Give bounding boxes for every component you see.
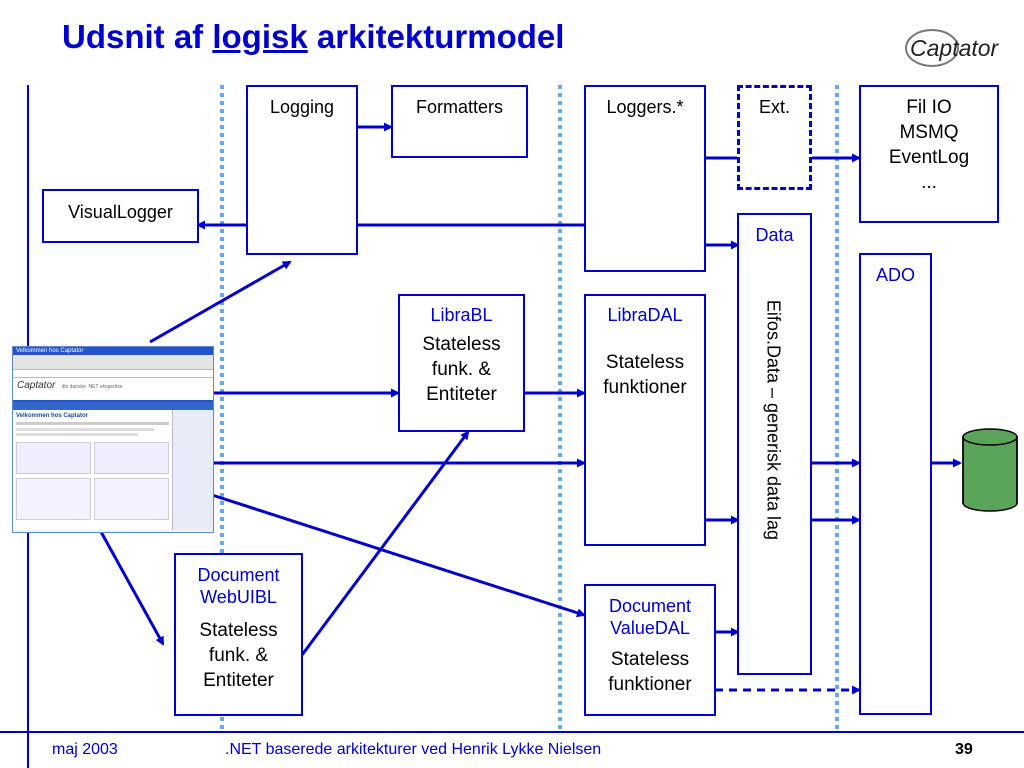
formatters-box: Formatters	[391, 85, 528, 158]
screenshot-nav	[13, 402, 213, 410]
footer-date: maj 2003	[52, 741, 118, 758]
loggers-box: Loggers.*	[584, 85, 706, 272]
screenshot-banner: Captator din danske .NET ekspertise	[13, 378, 213, 402]
screenshot-brand: Captator	[17, 380, 56, 391]
screenshot-tagline: din danske .NET ekspertise	[61, 384, 123, 390]
screenshot-titlebar: Velkommen hos Captator	[13, 347, 213, 355]
data-box: Data	[737, 213, 812, 675]
visuallogger-box: VisualLogger	[42, 189, 199, 243]
screenshot-content: Velkommen hos Captator	[13, 410, 172, 530]
filio-box: Fil IO MSMQ EventLog ...	[859, 85, 999, 223]
screenshot-heading: Velkommen hos Captator	[16, 413, 89, 419]
screenshot-toolbar	[13, 355, 213, 370]
screenshot-sidebar	[172, 410, 213, 530]
svg-text:Captator: Captator	[910, 35, 1000, 61]
captator-logo: Captator	[905, 29, 1000, 67]
document-valuedal-box: Document ValueDAL Stateless funktioner	[584, 584, 716, 716]
ext-box: Ext.	[737, 85, 812, 190]
database-cylinder-icon	[962, 428, 1018, 512]
libradal-box: LibraDAL Stateless funktioner	[584, 294, 706, 546]
page-number: 39	[955, 741, 973, 758]
footer-subject: .NET baserede arkitekturer ved Henrik Ly…	[225, 741, 602, 758]
slide-title: Udsnit af logisk arkitekturmodel	[62, 18, 565, 55]
title-emphasis: logisk	[212, 18, 308, 55]
eifos-data-label: Eifos.Data – generisk data lag	[763, 299, 784, 541]
librabl-box: LibraBL Stateless funk. & Entiteter	[398, 294, 525, 432]
ado-box: ADO	[859, 253, 932, 715]
document-webuibl-box: Document WebUIBL Stateless funk. & Entit…	[174, 553, 303, 716]
screenshot-addressbar	[13, 370, 213, 378]
logging-box-label-wide: Logging	[246, 85, 358, 255]
web-ui-screenshot: Velkommen hos Captator Captator din dans…	[12, 346, 214, 533]
